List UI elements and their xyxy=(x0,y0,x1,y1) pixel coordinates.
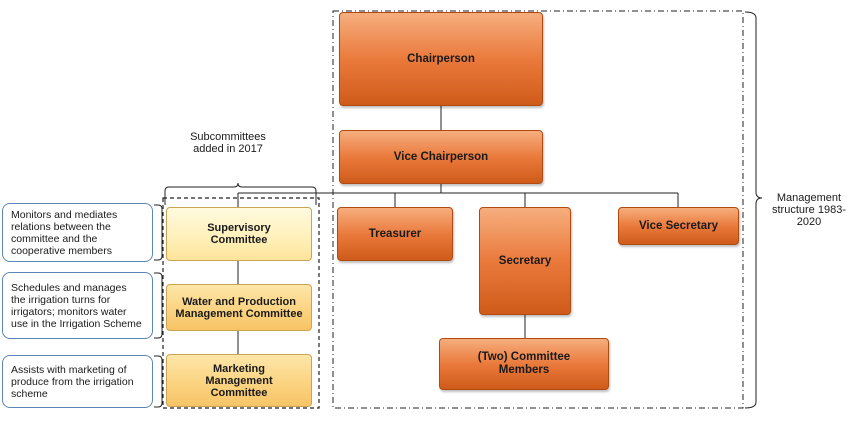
note-supervisory-text: Monitors and mediates relations between … xyxy=(11,208,118,257)
chairperson-box: Chairperson xyxy=(339,12,543,106)
management-structure-label-text: Management structure 1983-2020 xyxy=(772,192,846,228)
supervisory-committee-label: Supervisory Committee xyxy=(207,222,271,246)
bracket-supervisory xyxy=(154,204,163,261)
note-water-text: Schedules and manages the irrigation tur… xyxy=(11,281,142,330)
note-marketing: Assists with marketing of produce from t… xyxy=(2,355,153,408)
committee-members-box: (Two) Committee Members xyxy=(439,338,609,390)
marketing-committee-box: Marketing Management Committee xyxy=(166,354,312,407)
water-production-committee-label: Water and Production Management Committe… xyxy=(175,295,303,320)
treasurer-box: Treasurer xyxy=(337,207,453,261)
note-water: Schedules and manages the irrigation tur… xyxy=(2,272,153,339)
management-frame xyxy=(332,10,744,409)
subcommittees-label: Subcommittees added in 2017 xyxy=(190,131,266,155)
supervisory-committee-box: Supervisory Committee xyxy=(166,207,312,261)
bracket-water xyxy=(154,272,163,339)
treasurer-label: Treasurer xyxy=(368,228,422,240)
management-structure-label: Management structure 1983-2020 xyxy=(770,192,848,228)
chairperson-label: Chairperson xyxy=(407,53,475,65)
vice-secretary-box: Vice Secretary xyxy=(618,207,739,245)
vice-chairperson-label: Vice Chairperson xyxy=(393,151,489,163)
subcommittee-frame xyxy=(162,197,320,409)
subcommittees-label-text: Subcommittees added in 2017 xyxy=(190,131,266,155)
secretary-box: Secretary xyxy=(479,207,571,315)
secretary-label: Secretary xyxy=(498,255,552,267)
vice-chairperson-box: Vice Chairperson xyxy=(339,130,543,184)
bracket-marketing xyxy=(154,355,163,408)
water-production-committee-box: Water and Production Management Committe… xyxy=(166,284,312,331)
marketing-committee-label: Marketing Management Committee xyxy=(205,362,273,399)
management-brace xyxy=(744,11,763,409)
subcommittee-brace xyxy=(164,182,317,205)
note-supervisory: Monitors and mediates relations between … xyxy=(2,203,153,262)
vice-secretary-label: Vice Secretary xyxy=(638,220,719,232)
committee-members-label: (Two) Committee Members xyxy=(477,351,571,376)
note-marketing-text: Assists with marketing of produce from t… xyxy=(11,363,134,400)
